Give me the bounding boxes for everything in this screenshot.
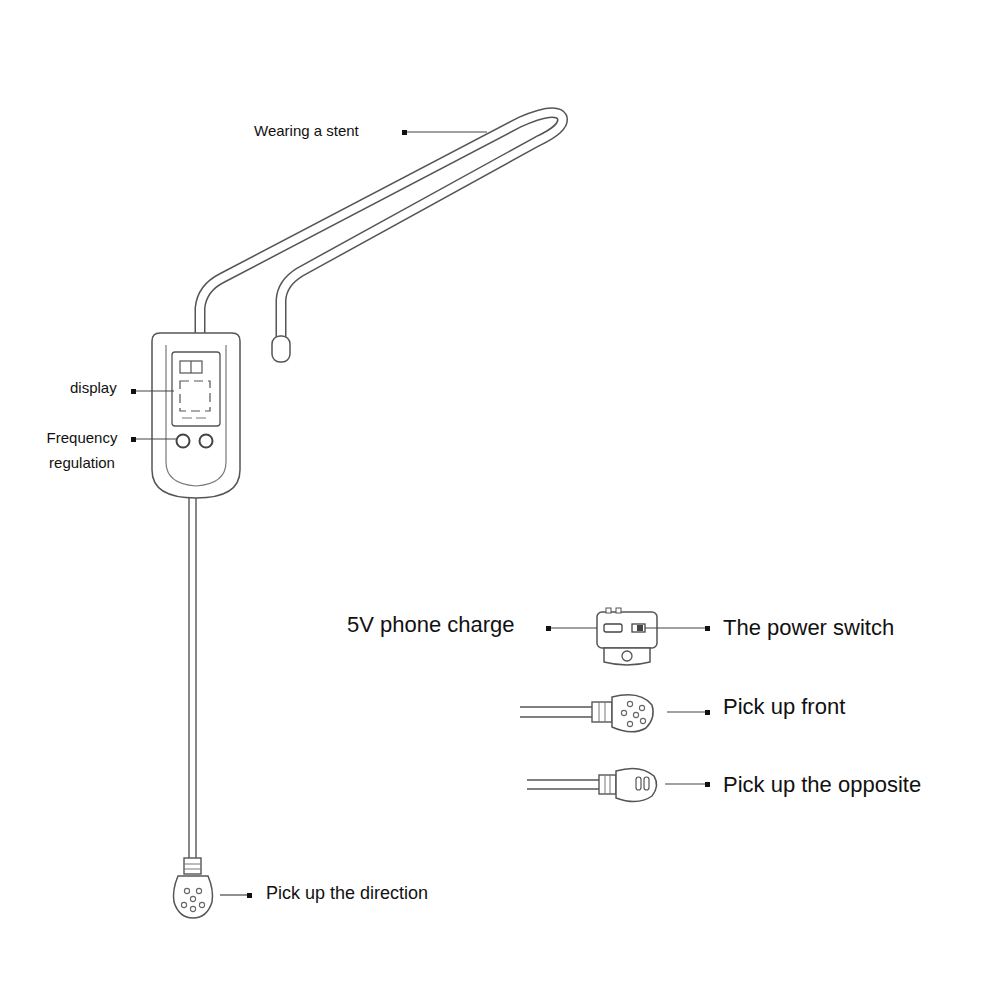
part-label: Pick up the direction — [266, 883, 428, 905]
part-label: 5V phone charge — [347, 612, 515, 638]
part-label: Frequency regulation — [33, 426, 131, 476]
part-label: Wearing a stent — [254, 122, 359, 140]
part-label: Pick up front — [723, 694, 845, 720]
part-label: display — [70, 379, 117, 397]
part-label: Pick up the opposite — [723, 772, 921, 798]
part-label: The power switch — [723, 615, 894, 641]
